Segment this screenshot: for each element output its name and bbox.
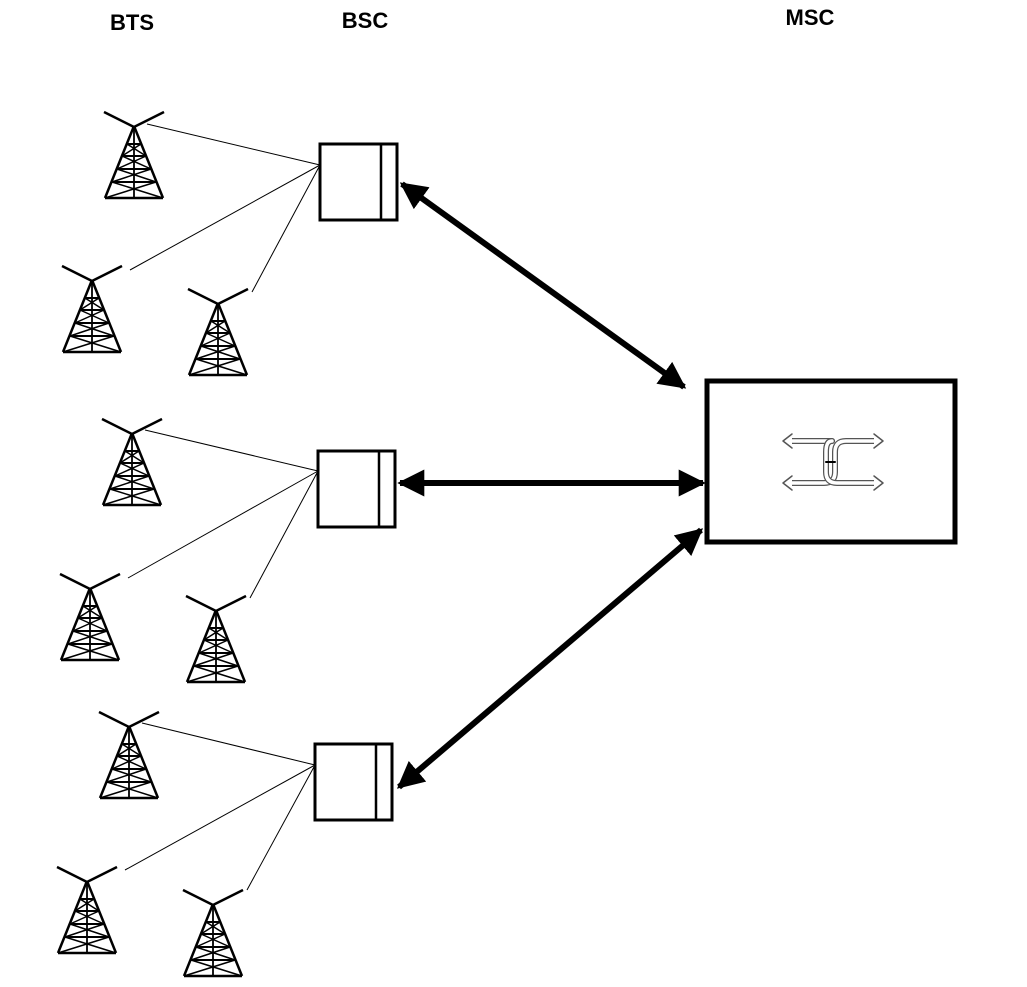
antenna-tower-icon [58,572,122,662]
bsc-column-label: BSC [341,8,389,33]
bts-group-2 [58,417,319,684]
antenna-tower-icon [186,287,250,377]
bts-link-1b [129,164,321,271]
msc-column-label: MSC [785,5,835,30]
switch-icon [782,433,884,491]
antenna-tower-icon [55,865,119,955]
bsc-box-2 [316,449,397,529]
bsc-box-3 [313,742,394,822]
bts-group-1 [60,110,321,377]
antenna-tower-icon [184,594,248,684]
bts-link-2b [127,470,319,579]
bsc1-msc-link [399,181,687,390]
bts-group-3 [55,710,316,978]
bts-link-1a [146,123,321,166]
antenna-tower-icon [102,110,166,200]
antenna-tower-icon [60,264,124,354]
bts-link-2c [249,470,319,599]
bts-link-1c [251,164,321,293]
bsc-box-1 [318,142,399,222]
bts-link-3a [141,722,316,766]
bsc3-msc-link [396,527,704,790]
bts-link-3b [124,764,316,871]
bts-column-label: BTS [110,10,154,35]
bts-link-3c [246,764,316,891]
bts-link-2a [144,429,319,472]
antenna-tower-icon [181,888,245,978]
